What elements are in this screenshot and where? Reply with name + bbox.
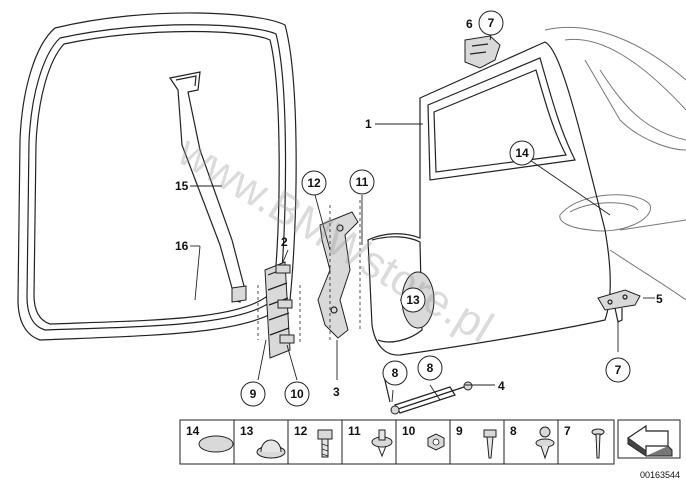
svg-text:14: 14 [515, 146, 529, 160]
svg-text:7: 7 [488, 16, 495, 30]
strip-label-9: 9 [456, 424, 463, 438]
callout-8-left: 8 [382, 360, 408, 386]
seal-strip-icon [169, 71, 247, 303]
clip-icon [371, 429, 393, 458]
svg-text:10: 10 [290, 387, 304, 401]
callout-5: 5 [656, 292, 663, 306]
callout-6: 6 [466, 17, 473, 31]
strip-label-10: 10 [402, 424, 416, 438]
svg-text:5: 5 [656, 292, 663, 306]
hinge-plate-icon [597, 289, 641, 323]
svg-text:4: 4 [498, 379, 505, 393]
callout-15: 15 [175, 179, 189, 193]
screw-icon [483, 429, 497, 459]
strip-label-12: 12 [294, 424, 308, 438]
diagram-id: 00163544 [640, 470, 680, 480]
parts-strip: 14 13 12 11 10 9 8 7 [179, 419, 615, 465]
callout-13: 13 [400, 287, 426, 313]
strip-label-13: 13 [240, 424, 254, 438]
callout-14: 14 [509, 140, 535, 166]
arrow-icon [617, 419, 681, 459]
svg-text:12: 12 [307, 176, 321, 190]
svg-text:11: 11 [356, 175, 369, 189]
callout-7-top: 7 [478, 10, 504, 36]
svg-text:9: 9 [250, 387, 257, 401]
svg-text:8: 8 [392, 366, 399, 380]
callout-11: 11 [349, 169, 375, 195]
car-body-outline [544, 26, 686, 301]
svg-text:15: 15 [175, 179, 189, 193]
leader-lines [190, 29, 655, 403]
callout-16: 16 [175, 239, 189, 253]
svg-text:2: 2 [281, 235, 288, 249]
nut-icon [427, 433, 445, 451]
callout-7-right: 7 [605, 357, 631, 383]
callout-12: 12 [301, 170, 327, 196]
hinge-icon [257, 261, 301, 359]
callout-8-right: 8 [417, 355, 443, 381]
grommet-icon [256, 439, 286, 459]
door-panel-icon [367, 41, 611, 356]
plug-icon [198, 435, 234, 453]
callout-3: 3 [333, 385, 340, 399]
svg-text:7: 7 [615, 363, 622, 377]
svg-text:3: 3 [333, 385, 340, 399]
callout-4: 4 [498, 379, 505, 393]
svg-text:16: 16 [175, 239, 189, 253]
strip-label-11: 11 [348, 424, 361, 438]
svg-text:6: 6 [466, 17, 473, 31]
stud-clip-icon [535, 426, 555, 460]
top-hinge-icon [464, 35, 501, 69]
small-screw-icon [591, 428, 605, 459]
strip-label-14: 14 [186, 424, 200, 438]
gas-strut-icon [382, 371, 473, 415]
svg-text:8: 8 [427, 361, 434, 375]
callout-10: 10 [284, 381, 310, 407]
strip-label-7: 7 [564, 424, 571, 438]
svg-text:1: 1 [365, 117, 372, 131]
callout-9: 9 [240, 381, 266, 407]
svg-text:13: 13 [406, 293, 420, 307]
strip-label-8: 8 [510, 424, 517, 438]
bolt-icon [317, 429, 333, 458]
callout-1: 1 [365, 117, 372, 131]
callout-2: 2 [281, 235, 288, 249]
